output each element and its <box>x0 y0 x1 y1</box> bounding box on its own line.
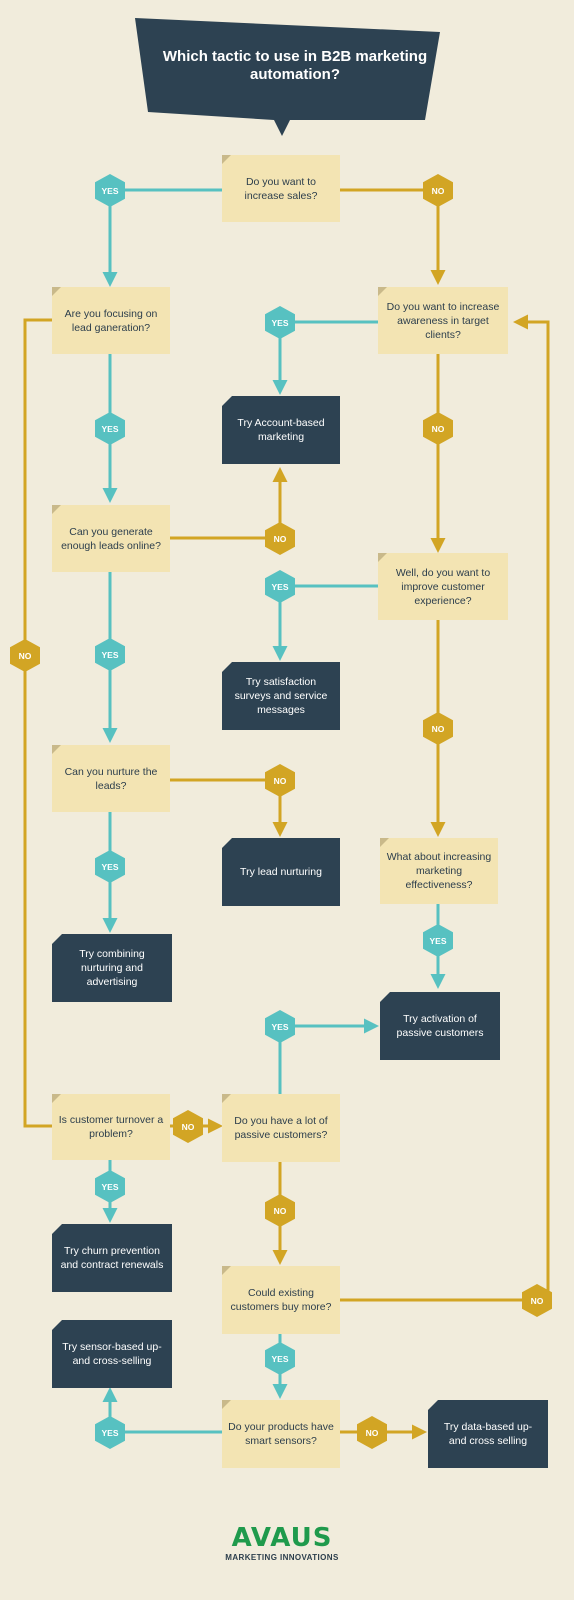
answer-sensor-based-selling: Try sensor-based up- and cross-selling <box>52 1320 172 1388</box>
no-badge: NO <box>173 1110 203 1143</box>
yes-badge: YES <box>265 306 295 339</box>
no-badge: NO <box>357 1416 387 1449</box>
question-customer-turnover: Is customer turnover a problem? <box>52 1094 170 1160</box>
no-badge: NO <box>522 1284 552 1317</box>
no-badge: NO <box>265 764 295 797</box>
avaus-logo: AVAUS MARKETING INNOVATIONS <box>222 1525 342 1562</box>
answer-satisfaction-surveys: Try satisfaction surveys and service mes… <box>222 662 340 730</box>
yes-badge: YES <box>265 1010 295 1043</box>
yes-badge: YES <box>95 174 125 207</box>
question-lead-generation: Are you focusing on lead ganeration? <box>52 287 170 354</box>
yes-badge: YES <box>423 924 453 957</box>
question-improve-customer-experience: Well, do you want to improve customer ex… <box>378 553 508 620</box>
title-banner <box>135 18 440 136</box>
logo-wordmark: AVAUS <box>231 1523 333 1553</box>
question-customers-buy-more: Could existing customers buy more? <box>222 1266 340 1334</box>
yes-badge: YES <box>95 850 125 883</box>
logo-tagline: MARKETING INNOVATIONS <box>225 1553 339 1562</box>
question-increase-awareness: Do you want to increase awareness in tar… <box>378 287 508 354</box>
question-generate-leads-online: Can you generate enough leads online? <box>52 505 170 572</box>
question-nurture-leads: Can you nurture the leads? <box>52 745 170 812</box>
yes-badge: YES <box>95 1170 125 1203</box>
question-marketing-effectiveness: What about increasing marketing effectiv… <box>380 838 498 904</box>
question-passive-customers: Do you have a lot of passive customers? <box>222 1094 340 1162</box>
yes-badge: YES <box>95 412 125 445</box>
answer-account-based-marketing: Try Account-based marketing <box>222 396 340 464</box>
yes-badge: YES <box>95 638 125 671</box>
yes-badge: YES <box>265 570 295 603</box>
question-smart-sensors: Do your products have smart sensors? <box>222 1400 340 1468</box>
no-badge: NO <box>10 639 40 672</box>
yes-badge: YES <box>265 1342 295 1375</box>
no-badge: NO <box>423 712 453 745</box>
no-badge: NO <box>265 522 295 555</box>
answer-data-based-selling: Try data-based up- and cross selling <box>428 1400 548 1468</box>
answer-activation-passive-customers: Try activation of passive customers <box>380 992 500 1060</box>
no-badge: NO <box>423 412 453 445</box>
question-increase-sales: Do you want to increase sales? <box>222 155 340 222</box>
answer-lead-nurturing: Try lead nurturing <box>222 838 340 906</box>
answer-churn-prevention: Try churn prevention and contract renewa… <box>52 1224 172 1292</box>
yes-badge: YES <box>95 1416 125 1449</box>
answer-nurturing-and-advertising: Try combining nurturing and advertising <box>52 934 172 1002</box>
no-badge: NO <box>265 1194 295 1227</box>
no-badge: NO <box>423 174 453 207</box>
page-title: Which tactic to use in B2B marketing aut… <box>162 48 428 83</box>
